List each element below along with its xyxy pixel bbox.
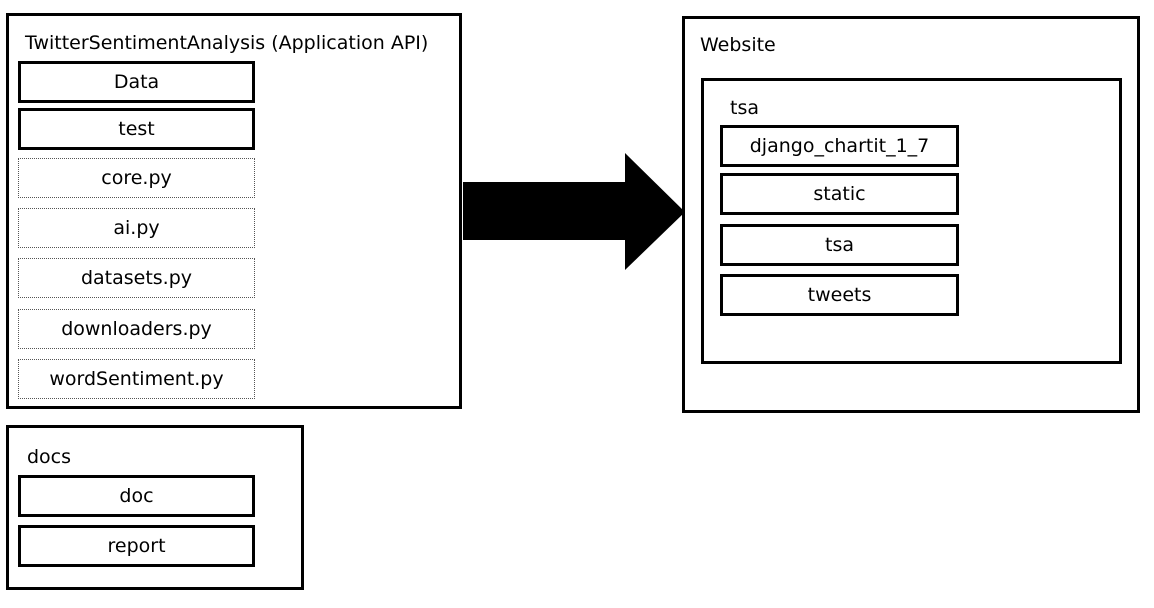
folder-doc: doc xyxy=(18,475,255,517)
file-wordsentiment-py: wordSentiment.py xyxy=(18,359,255,399)
arrow-shape xyxy=(463,153,685,270)
right-arrow-icon xyxy=(463,153,685,270)
tsa-container-title: tsa xyxy=(730,97,759,119)
api-container: TwitterSentimentAnalysis (Application AP… xyxy=(6,13,462,409)
folder-report: report xyxy=(18,525,255,567)
file-datasets-py: datasets.py xyxy=(18,258,255,298)
file-ai-py: ai.py xyxy=(18,208,255,248)
folder-data: Data xyxy=(18,61,255,103)
api-container-title: TwitterSentimentAnalysis (Application AP… xyxy=(25,32,429,54)
folder-tsa: tsa xyxy=(720,224,959,266)
folder-tweets: tweets xyxy=(720,274,959,316)
docs-container-title: docs xyxy=(27,446,72,468)
tsa-container: tsa django_chartit_1_7 static tsa tweets xyxy=(701,78,1122,364)
folder-django-chartit: django_chartit_1_7 xyxy=(720,125,959,167)
website-container: Website tsa django_chartit_1_7 static ts… xyxy=(682,16,1140,413)
folder-static: static xyxy=(720,173,959,215)
docs-container: docs doc report xyxy=(6,425,304,590)
file-core-py: core.py xyxy=(18,158,255,198)
website-container-title: Website xyxy=(700,34,776,56)
folder-test: test xyxy=(18,108,255,150)
file-downloaders-py: downloaders.py xyxy=(18,309,255,349)
